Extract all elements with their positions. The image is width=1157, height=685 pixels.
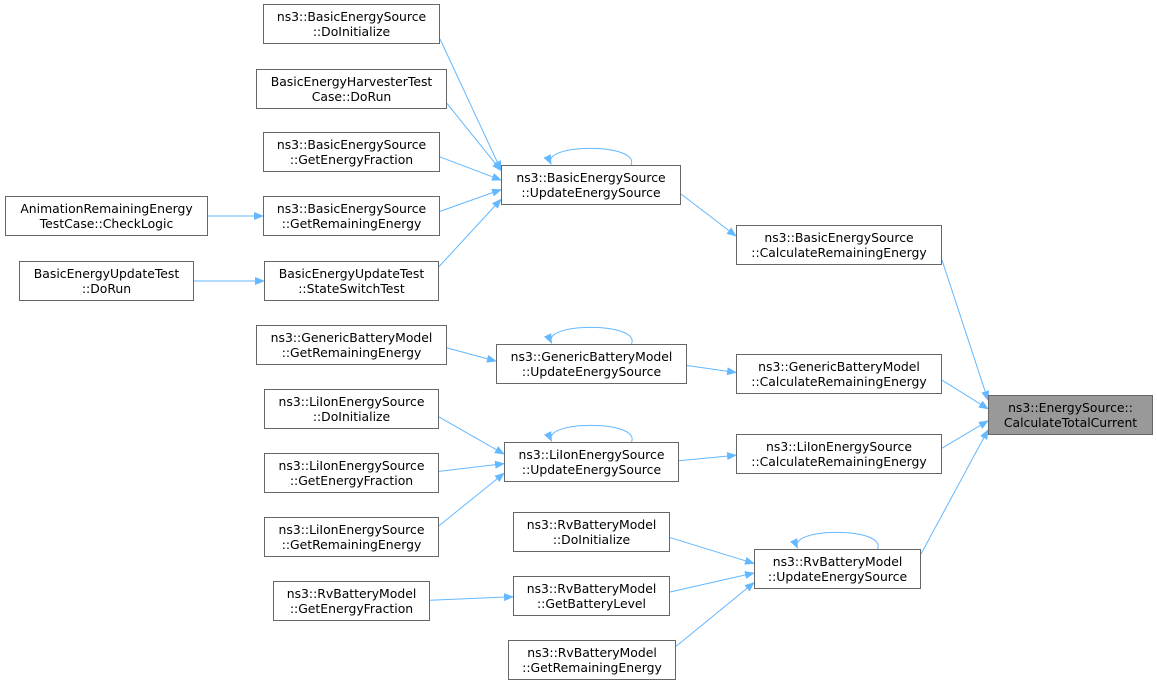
node-label-line2: ::CalculateRemainingEnergy [751, 374, 927, 389]
node-label-line2: ::CalculateRemainingEnergy [751, 454, 927, 469]
node-genericbatterymodel-getremainingenergy[interactable]: ns3::GenericBatteryModel ::GetRemainingE… [256, 325, 447, 365]
node-label-line2: ::GetEnergyFraction [289, 152, 414, 167]
node-basicenergyupdatetest-stateswitchtest[interactable]: BasicEnergyUpdateTest ::StateSwitchTest [264, 261, 439, 301]
node-lionenergysource-doinitialize[interactable]: ns3::LiIonEnergySource ::DoInitialize [264, 389, 439, 429]
node-rvbatterymodel-getbatterylevel[interactable]: ns3::RvBatteryModel ::GetBatteryLevel [513, 576, 670, 616]
node-lionenergysource-getenergyfraction[interactable]: ns3::LiIonEnergySource ::GetEnergyFracti… [264, 453, 439, 493]
edge-bes_calc-to-root [941, 259, 989, 401]
edge-rv_init-to-rv_update [669, 537, 755, 565]
node-genericbatterymodel-updateenergysource[interactable]: ns3::GenericBatteryModel ::UpdateEnergyS… [496, 344, 687, 384]
node-label-line2: ::GetRemainingEnergy [522, 660, 662, 675]
node-label-line1: ns3::LiIonEnergySource [766, 439, 912, 454]
node-label-line2: ::DoInitialize [312, 24, 391, 39]
node-label-line1: ns3::RvBatteryModel [286, 586, 417, 601]
node-label-line1: BasicEnergyHarvesterTest [270, 74, 433, 89]
edge-li_rem-to-li_update [438, 472, 505, 527]
node-label-line1: ns3::BasicEnergySource [276, 201, 427, 216]
node-label-line2: ::DoRun [81, 281, 132, 296]
node-label-line2: ::UpdateEnergySource [767, 569, 908, 584]
node-label-line1: BasicEnergyUpdateTest [33, 266, 180, 281]
node-label-line2: ::GetEnergyFraction [289, 473, 414, 488]
node-label-line2: Case::DoRun [311, 89, 392, 104]
edge-rv_update-to-root [920, 429, 989, 555]
node-label-line1: ns3::BasicEnergySource [516, 170, 666, 185]
node-basicenergysource-doinitialize[interactable]: ns3::BasicEnergySource ::DoInitialize [263, 4, 440, 44]
edge-li_update-to-li_calc [678, 452, 737, 462]
node-label-line2: CalculateTotalCurrent [1003, 415, 1138, 430]
edge-self-loop-li_update [544, 424, 633, 443]
node-label-line1: ns3::RvBatteryModel [772, 554, 903, 569]
node-label-line1: BasicEnergyUpdateTest [278, 266, 425, 281]
node-lionenergysource-getremainingenergy[interactable]: ns3::LiIonEnergySource ::GetRemainingEne… [264, 517, 439, 557]
node-rvbatterymodel-getenergyfraction[interactable]: ns3::RvBatteryModel ::GetEnergyFraction [273, 581, 430, 621]
node-label-line2: ::UpdateEnergySource [521, 185, 661, 200]
node-rvbatterymodel-getremainingenergy[interactable]: ns3::RvBatteryModel ::GetRemainingEnergy [508, 640, 676, 680]
edge-li_frac-to-li_update [438, 460, 505, 472]
node-label-line2: ::DoInitialize [312, 409, 391, 424]
node-genericbatterymodel-calculateremainingenergy[interactable]: ns3::GenericBatteryModel ::CalculateRema… [736, 354, 942, 394]
node-label-line1: ns3::RvBatteryModel [526, 581, 657, 596]
edge-beu_switch-to-bes_update [438, 198, 502, 267]
node-label-line2: ::CalculateRemainingEnergy [751, 245, 927, 260]
edge-bes_rem-to-bes_update [439, 188, 502, 212]
node-label-line2: ::GetRemainingEnergy [281, 216, 422, 231]
node-lionenergysource-updateenergysource[interactable]: ns3::LiIonEnergySource ::UpdateEnergySou… [504, 442, 679, 482]
edge-rv_rem-to-rv_update [675, 582, 755, 647]
node-label-line2: ::UpdateEnergySource [521, 462, 662, 477]
node-label-line1: ns3::RvBatteryModel [526, 517, 657, 532]
node-basicenergysource-updateenergysource[interactable]: ns3::BasicEnergySource ::UpdateEnergySou… [501, 165, 681, 205]
node-label-line2: ::GetBatteryLevel [537, 596, 646, 611]
node-label-line1: ns3::BasicEnergySource [764, 230, 914, 245]
edge-bes_update-to-bes_calc [680, 193, 737, 237]
node-label-line1: ns3::LiIonEnergySource [278, 522, 425, 537]
node-label-line1: ns3::GenericBatteryModel [758, 359, 920, 374]
node-label-line1: ns3::LiIonEnergySource [278, 458, 425, 473]
edge-li_calc-to-root [941, 420, 989, 449]
node-animationremainingenergytestcase-checklogic[interactable]: AnimationRemainingEnergy TestCase::Check… [5, 196, 208, 236]
node-lionenergysource-calculateremainingenergy[interactable]: ns3::LiIonEnergySource ::CalculateRemain… [736, 434, 942, 474]
node-label-line1: ns3::RvBatteryModel [527, 645, 657, 660]
node-energysource-calculatetotalcurrent: ns3::EnergySource:: CalculateTotalCurren… [988, 395, 1153, 435]
node-label-line2: TestCase::CheckLogic [39, 216, 174, 231]
node-label-line1: ns3::LiIonEnergySource [278, 394, 425, 409]
node-label-line2: ::StateSwitchTest [298, 281, 405, 296]
node-basicenergysource-calculateremainingenergy[interactable]: ns3::BasicEnergySource ::CalculateRemain… [736, 225, 942, 265]
node-label-line1: ns3::BasicEnergySource [276, 9, 427, 24]
edge-gbm_calc-to-root [941, 379, 989, 410]
node-label-line2: ::GetRemainingEnergy [281, 537, 422, 552]
node-label-line1: ns3::BasicEnergySource [276, 137, 427, 152]
edge-self-loop-gbm_update [544, 326, 633, 345]
node-label-line1: ns3::EnergySource:: [1008, 400, 1133, 415]
node-label-line2: ::DoInitialize [552, 532, 631, 547]
edge-self-loop-bes_update [543, 147, 632, 166]
edge-bes_init-to-bes_update [439, 38, 502, 171]
node-label-line1: ns3::GenericBatteryModel [510, 349, 673, 364]
node-basicenergysource-getremainingenergy[interactable]: ns3::BasicEnergySource ::GetRemainingEne… [263, 196, 440, 236]
node-label-line1: ns3::GenericBatteryModel [270, 330, 433, 345]
edge-self-loop-rv_update [790, 531, 879, 550]
edge-bes_frac-to-bes_update [439, 156, 502, 181]
edge-gbm_rem-to-gbm_update [446, 347, 497, 363]
node-label-line2: ::UpdateEnergySource [521, 364, 662, 379]
edge-li_init-to-li_update [438, 416, 505, 455]
node-basicenergyharvestertestcase-dorun[interactable]: BasicEnergyHarvesterTest Case::DoRun [256, 69, 447, 109]
node-label-line1: AnimationRemainingEnergy [20, 201, 193, 216]
edge-rv_frac-to-rv_level [429, 593, 514, 602]
node-label-line2: ::GetEnergyFraction [289, 601, 414, 616]
edge-rv_level-to-rv_update [669, 571, 755, 593]
node-basicenergyupdatetest-dorun[interactable]: BasicEnergyUpdateTest ::DoRun [19, 261, 194, 301]
edge-gbm_update-to-gbm_calc [686, 365, 737, 376]
node-rvbatterymodel-updateenergysource[interactable]: ns3::RvBatteryModel ::UpdateEnergySource [754, 549, 921, 589]
node-label-line1: ns3::LiIonEnergySource [518, 447, 665, 462]
node-label-line2: ::GetRemainingEnergy [281, 345, 422, 360]
node-rvbatterymodel-doinitialize[interactable]: ns3::RvBatteryModel ::DoInitialize [513, 512, 670, 552]
edge-beh_run-to-bes_update [446, 103, 502, 172]
node-basicenergysource-getenergyfraction[interactable]: ns3::BasicEnergySource ::GetEnergyFracti… [263, 132, 440, 172]
